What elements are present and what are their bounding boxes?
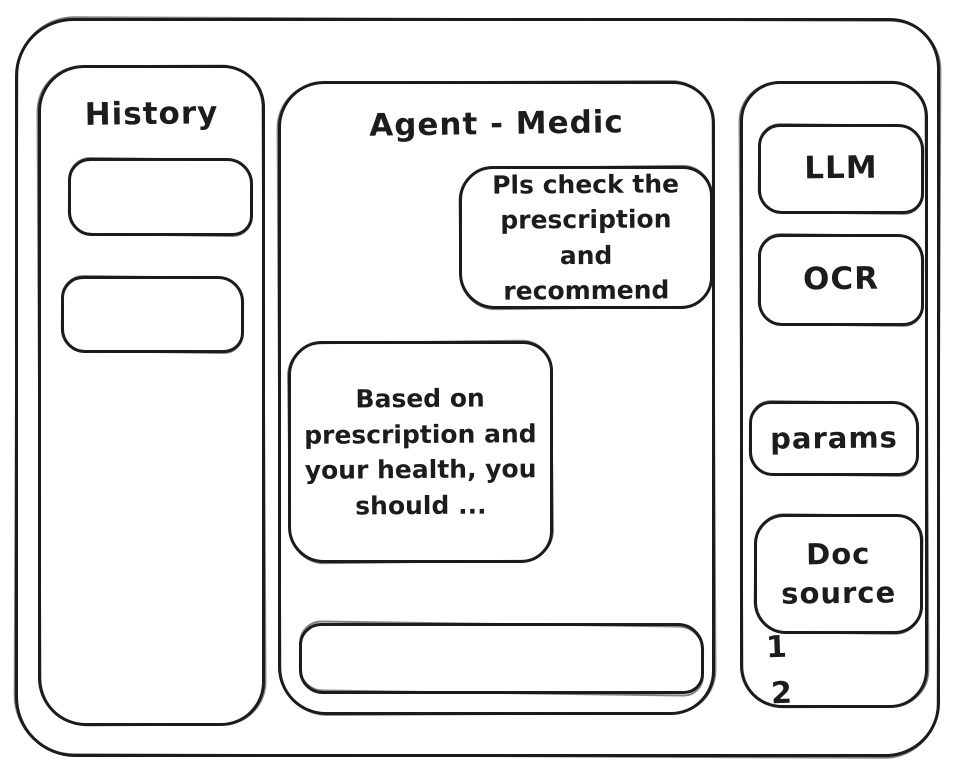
chat-panel: Agent - Medic Pls check the prescription… [278, 81, 715, 715]
tool-button-params-label: params [769, 420, 899, 456]
app-frame: History Agent - Medic Pls check the pres… [15, 18, 940, 757]
history-title: History [84, 95, 219, 133]
chat-title: Agent - Medic [368, 104, 625, 144]
history-entry[interactable] [61, 276, 244, 353]
user-message-bubble: Pls check the prescription and recommend [459, 166, 713, 309]
assistant-message-bubble: Based on prescription and your health, y… [288, 341, 553, 563]
tool-button-params[interactable]: params [749, 401, 919, 476]
tool-button-llm-label: LLM [804, 149, 878, 187]
history-panel: History [38, 65, 265, 726]
tool-button-doc-source-label: Doc source [781, 536, 897, 611]
message-input[interactable] [302, 626, 701, 691]
tool-button-ocr-label: OCR [802, 260, 880, 298]
history-entry[interactable] [68, 158, 253, 236]
history-entry-label [71, 160, 250, 233]
assistant-message-text: Based on prescription and your health, y… [304, 383, 537, 520]
user-message-text: Pls check the prescription and recommend [492, 168, 680, 306]
doc-source-item[interactable]: 1 [765, 629, 788, 666]
doc-source-item[interactable]: 2 [770, 675, 793, 712]
tool-button-llm[interactable]: LLM [758, 124, 924, 214]
history-entry-label [64, 278, 241, 350]
tool-button-ocr[interactable]: OCR [758, 234, 924, 326]
message-input-box [299, 623, 704, 694]
tool-button-doc-source[interactable]: Doc source [754, 514, 923, 634]
tools-panel: LLM OCR params Doc source 1 2 [740, 81, 928, 711]
